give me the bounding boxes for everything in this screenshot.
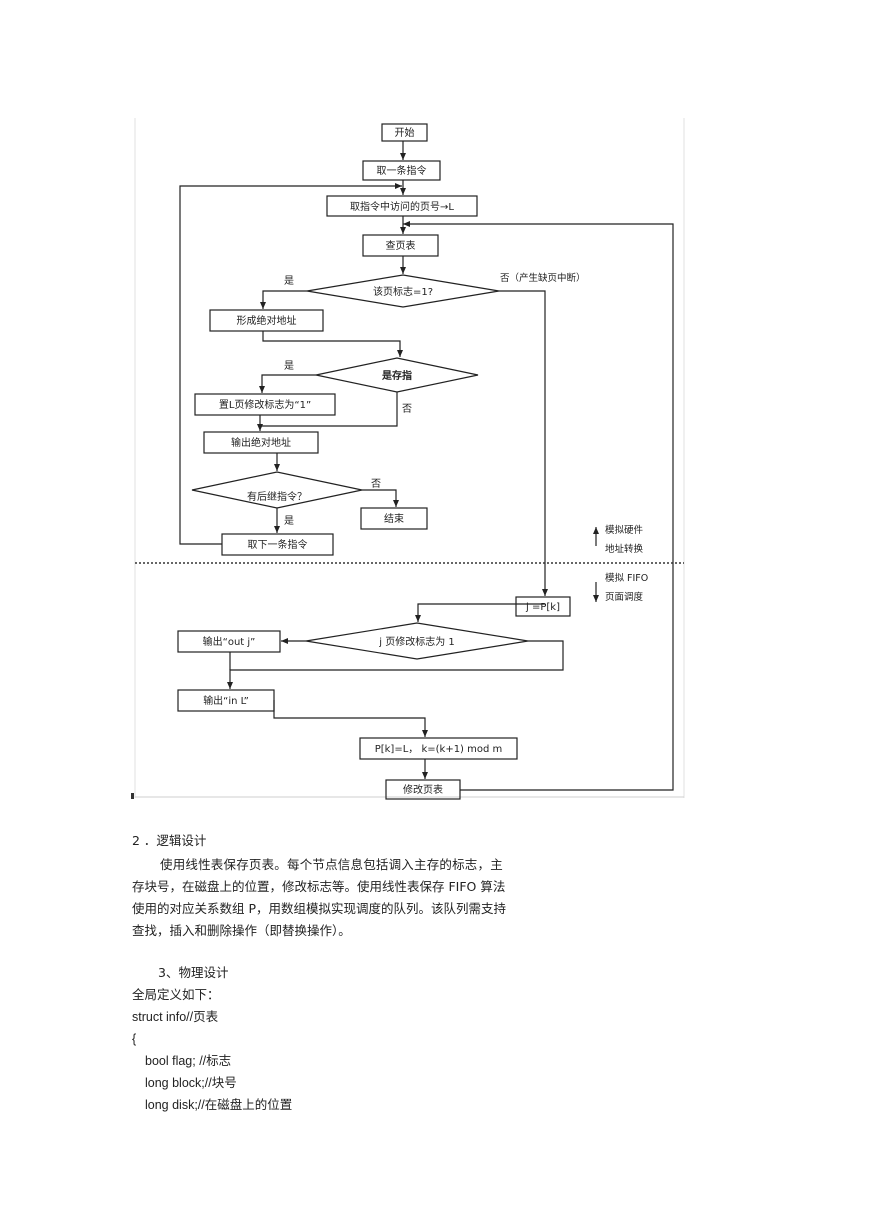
update-pk-box: [359, 737, 518, 760]
output-address-label: 输出绝对地址: [231, 436, 291, 449]
no-label-3: 否: [371, 478, 381, 490]
document-body: 2 ．逻辑设计 使用线性表保存页表。每个节点信息包括调入主存的标志，主 存块号，…: [132, 830, 562, 1116]
set-modify-flag-label: 置L页修改标志为“1”: [219, 398, 311, 411]
page-to-l-label: 取指令中访问的页号→L: [350, 200, 454, 213]
lookup-table-box: [362, 234, 439, 257]
page-to-l-box: [326, 195, 478, 217]
yes-label-2: 是: [284, 360, 294, 372]
flowchart: 开始 取一条指令 取指令中访问的页号→L 查页表 该页标志=1? 是 否（产生缺…: [131, 118, 685, 800]
side-hw-line2: 地址转换: [605, 543, 644, 555]
fetch-next-label: 取下一条指令: [248, 538, 308, 551]
code-line-block: long block;//块号: [145, 1076, 237, 1090]
end-box: [360, 507, 428, 530]
side-fifo-line2: 页面调度: [605, 591, 644, 603]
paragraph-line-4: 查找，插入和删除操作（即替换操作）。: [132, 923, 351, 938]
end-label: 结束: [384, 512, 404, 525]
set-modify-flag-box: [194, 393, 336, 416]
yes-label-3: 是: [284, 515, 294, 527]
no-label-1: 否（产生缺页中断）: [500, 272, 586, 284]
store-decision-label: 是存指: [381, 369, 412, 382]
global-definition-text: 全局定义如下：: [132, 987, 220, 1002]
fetch-instruction-label: 取一条指令: [377, 164, 427, 177]
paragraph-line-1: 使用线性表保存页表。每个节点信息包括调入主存的标志，主: [160, 857, 503, 872]
yes-label-1: 是: [284, 275, 294, 287]
code-line-brace: {: [132, 1032, 137, 1046]
code-line-flag: bool flag; //标志: [145, 1054, 232, 1068]
j-assign-box: [515, 596, 571, 617]
update-pk-label: P[k]=L， k=(k+1) mod m: [375, 744, 503, 755]
j-assign-label: j =P[k]: [525, 602, 560, 613]
output-out-box: [177, 630, 281, 653]
side-fifo-line1: 模拟 FIFO: [605, 572, 648, 584]
present-decision-label: 该页标志=1?: [373, 285, 433, 298]
start-label: 开始: [395, 126, 415, 139]
more-decision-label: 有后继指令？: [247, 490, 307, 503]
paragraph-line-3: 使用的对应关系数组 P，用数组模拟实现调度的队列。该队列需支持: [132, 901, 507, 916]
section-heading-2: 2 ．逻辑设计: [132, 833, 207, 848]
side-hw-line1: 模拟硬件: [605, 524, 644, 536]
modified-decision-label: j 页修改标志为 1: [378, 635, 455, 648]
form-address-box: [209, 309, 324, 332]
output-out-label: 输出“out j”: [203, 635, 256, 648]
output-in-label: 输出“in L”: [203, 694, 249, 707]
modify-table-label: 修改页表: [403, 783, 443, 796]
lookup-table-label: 查页表: [386, 239, 416, 252]
code-line-struct: struct info//页表: [132, 1010, 219, 1024]
code-line-disk: long disk;//在磁盘上的位置: [145, 1098, 293, 1112]
output-address-box: [203, 431, 319, 454]
paragraph-line-2: 存块号，在磁盘上的位置，修改标志等。使用线性表保存 FIFO 算法: [132, 879, 506, 894]
section-heading-3: 3、物理设计: [158, 965, 229, 980]
start-box: [381, 123, 428, 142]
store-decision: [315, 357, 479, 393]
fetch-instruction-box: [362, 160, 441, 181]
no-label-2: 否: [402, 403, 412, 415]
form-address-label: 形成绝对地址: [237, 314, 297, 327]
